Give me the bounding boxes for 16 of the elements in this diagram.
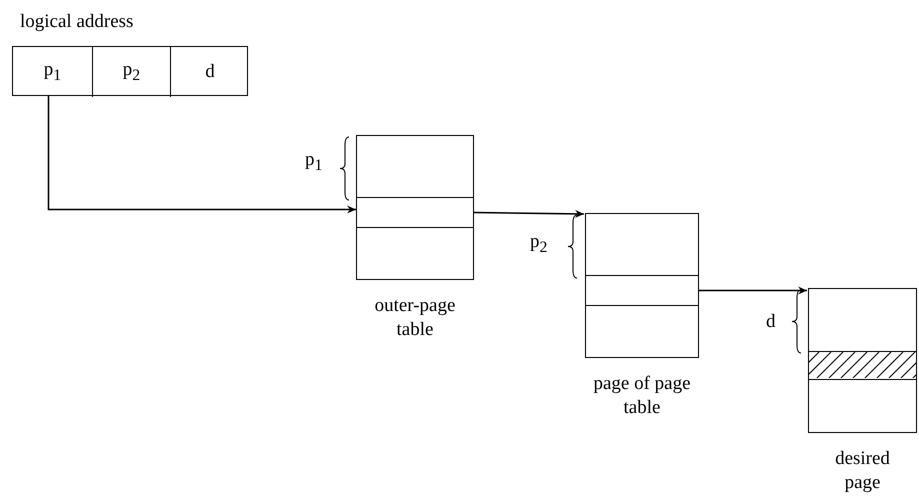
table-caption: desired page	[834, 447, 891, 494]
address-field: d	[170, 47, 249, 97]
table-caption: outer-page table	[374, 294, 456, 342]
address-field: p$_{2}$	[92, 47, 170, 97]
table-entry	[585, 275, 699, 306]
table-caption: page of page table	[592, 372, 692, 420]
table-entry	[356, 197, 474, 228]
arrow	[48, 96, 356, 214]
heading: logical address	[20, 12, 134, 33]
brace-label: d	[766, 312, 776, 333]
hatched-entry	[808, 351, 917, 380]
brace-label: p$_{2}$	[530, 232, 548, 256]
brace-label: p$_{1}$	[305, 150, 322, 174]
arrow	[699, 286, 807, 294]
address-field: p$_{1}$	[13, 47, 92, 97]
arrow	[474, 210, 584, 218]
